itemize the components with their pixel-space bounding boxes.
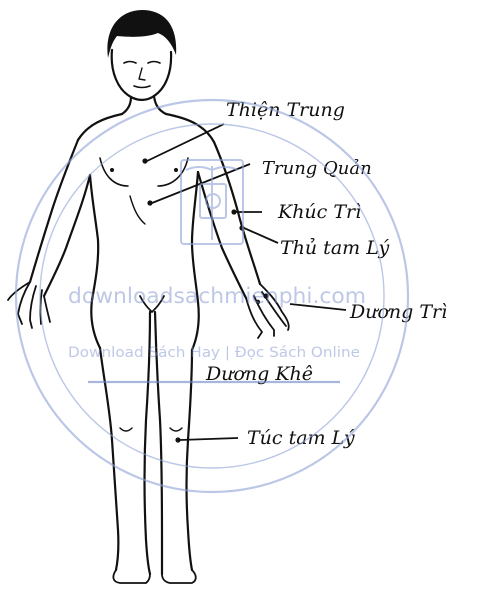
chest-right [158,158,188,186]
leader-thien-trung [147,124,224,161]
left-nipple [110,168,114,172]
book-logo-icon [181,160,243,244]
left-foot [113,570,150,583]
leader-thu-tam-ly [244,228,278,243]
point-khuc-tri [231,209,236,214]
point-tuc-tam-ly [175,437,180,442]
right-eye [148,62,160,64]
left-eye [124,62,136,64]
torso-right-side [192,172,199,350]
point-trung-quan [147,200,152,205]
abdomen-line [130,196,145,224]
nose [139,68,145,80]
right-foot [162,570,196,583]
right-knee [170,428,182,431]
right-arm-inner [198,172,246,298]
acupoint-labels: Thiện Trung Trung Quản Khúc Trì Thủ tam … [205,99,447,449]
label-khuc-tri: Khúc Trì [277,201,361,223]
torso-left-side [90,175,100,348]
left-hand [8,282,50,328]
point-thien-trung [142,158,147,163]
head [112,50,171,100]
label-thu-tam-ly: Thủ tam Lý [280,237,389,259]
right-arm-outer [214,142,260,284]
mouth [134,86,150,88]
right-nipple [174,168,178,172]
watermark-tagline-text: Download Sách Hay | Đọc Sách Online [68,345,360,361]
watermark-site-text: downloadsachmienphi.com [68,284,366,308]
left-knee [120,428,132,431]
hair [107,10,176,58]
